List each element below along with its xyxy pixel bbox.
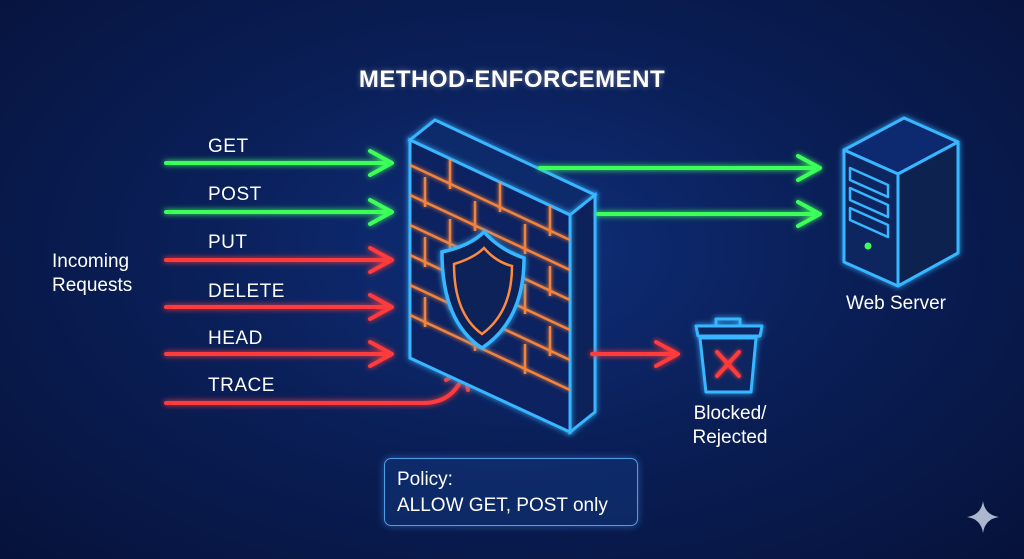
- reject-x-icon: [715, 350, 741, 378]
- method-label-post: POST: [208, 184, 262, 205]
- method-label-get: GET: [208, 136, 249, 157]
- server-icon: [842, 116, 960, 288]
- incoming-label-line1: Incoming: [52, 251, 130, 272]
- arrow-blocked: [590, 340, 680, 368]
- blocked-label-line1: Blocked/: [693, 403, 767, 424]
- diagram-title: METHOD-ENFORCEMENT: [358, 66, 666, 93]
- arrow-put: [164, 246, 394, 274]
- policy-rule: ALLOW GET, POST only: [397, 495, 608, 516]
- method-label-put: PUT: [208, 232, 248, 253]
- arrow-post: [164, 198, 394, 226]
- arrow-head: [164, 340, 394, 368]
- arrow-delete: [164, 293, 394, 321]
- method-label-trace: TRACE: [208, 375, 275, 396]
- method-label-delete: DELETE: [208, 281, 285, 302]
- trash-icon: [694, 317, 764, 394]
- blocked-rejected-label: Blocked/ Rejected: [684, 402, 776, 450]
- incoming-requests-label: Incoming Requests: [52, 250, 132, 298]
- arrow-allowed-2: [596, 200, 822, 228]
- method-label-head: HEAD: [208, 328, 263, 349]
- incoming-label-line2: Requests: [52, 275, 133, 296]
- blocked-label-line2: Rejected: [692, 427, 768, 448]
- firewall-icon: [407, 118, 598, 436]
- allowed-arrows: [538, 154, 822, 228]
- web-server-label: Web Server: [846, 293, 946, 314]
- arrow-get: [164, 149, 394, 177]
- sparkle-icon: [967, 501, 999, 533]
- shield-icon: [440, 229, 526, 351]
- policy-box: Policy: ALLOW GET, POST only: [384, 458, 638, 526]
- arrow-allowed-1: [538, 154, 822, 182]
- policy-title: Policy:: [397, 469, 453, 490]
